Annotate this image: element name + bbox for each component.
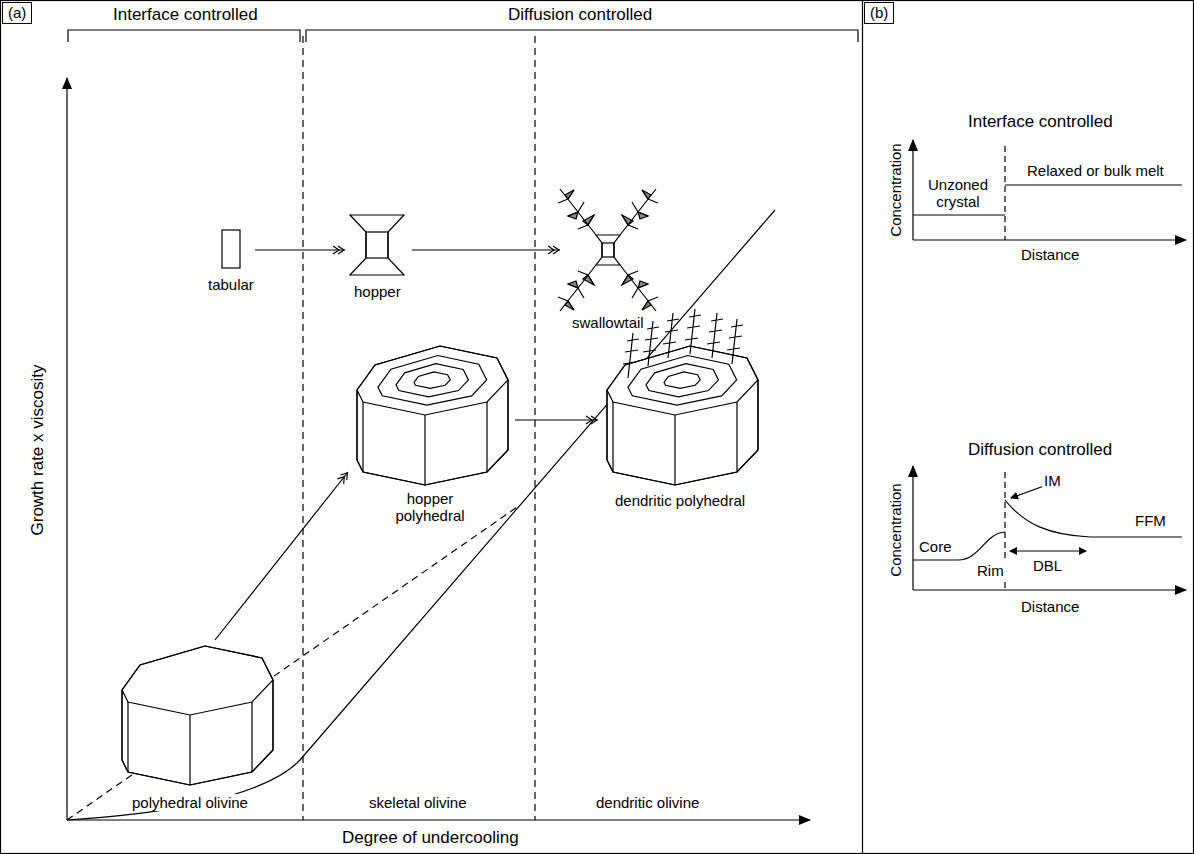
graph-heading: Diffusion controlled xyxy=(966,440,1114,460)
morphology-label: skeletal olivine xyxy=(367,794,469,811)
axis-title: Distance xyxy=(1019,598,1081,615)
panel-letter: (a) xyxy=(8,4,26,21)
crystal-label: swallowtail xyxy=(570,314,646,331)
crystal-label: hopper xyxy=(352,283,403,300)
graph-label: Unzoned crystal xyxy=(916,176,1000,210)
graph-heading: Interface controlled xyxy=(966,112,1115,132)
morphology-label: dendritic olivine xyxy=(594,794,701,811)
crystal-label: dendritic polyhedral xyxy=(613,492,747,509)
morphology-label: polyhedral olivine xyxy=(130,794,250,811)
graph-label: FFM xyxy=(1133,512,1168,529)
graph-label: Relaxed or bulk melt xyxy=(1025,162,1166,179)
graph-label: IM xyxy=(1042,472,1063,489)
graph-label: Rim xyxy=(975,562,1006,579)
graph-label: Core xyxy=(917,538,954,555)
graph-label: DBL xyxy=(1031,557,1064,574)
crystal-label: tabular xyxy=(206,276,256,293)
axis-title: Distance xyxy=(1019,246,1081,263)
axis-title: Concentration xyxy=(887,141,904,238)
axis-title: Degree of undercooling xyxy=(340,828,521,848)
crystal-label: hopper polyhedral xyxy=(388,490,472,524)
regime-heading: Interface controlled xyxy=(111,5,260,25)
panel-tag: (a) xyxy=(2,2,32,24)
axis-title: Growth rate x viscosity xyxy=(28,363,48,538)
axis-title: Concentration xyxy=(887,481,904,578)
regime-heading: Diffusion controlled xyxy=(506,5,654,25)
panel-tag: (b) xyxy=(864,2,894,24)
panel-letter: (b) xyxy=(870,4,888,21)
